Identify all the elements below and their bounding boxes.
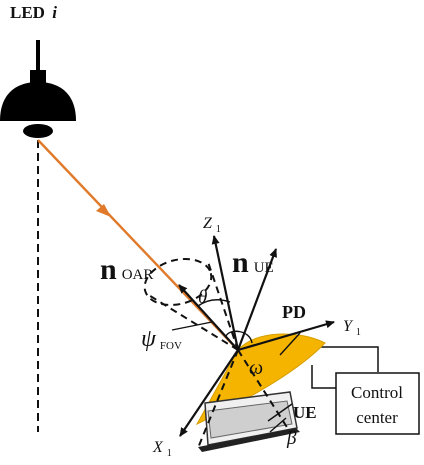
control-center-box	[335, 372, 420, 435]
fov-cone	[143, 257, 291, 449]
beta-label: β	[286, 428, 297, 449]
led-label: LED i	[10, 3, 57, 22]
omega-label: ω	[249, 357, 263, 379]
ue-label: UE	[293, 403, 317, 422]
x-axis-label: X 1	[152, 439, 172, 459]
psi-pointer	[171, 321, 213, 331]
control-center-line1: Control	[351, 383, 403, 402]
coordinate-axes	[178, 235, 335, 437]
angle-arcs	[171, 299, 301, 433]
control-center: Control center	[300, 346, 420, 435]
y-axis	[237, 320, 335, 352]
beta-pointer	[269, 417, 287, 433]
theta-label: θ	[198, 287, 207, 308]
ceiling-lamp-icon	[0, 40, 76, 138]
x-axis	[179, 349, 239, 437]
psi-fov-label: ψ FOV	[141, 326, 182, 352]
n-oar-vector	[178, 284, 239, 351]
omega-arc	[225, 330, 253, 344]
n-ue-label: n UE	[232, 246, 274, 279]
control-center-line2: center	[356, 408, 398, 427]
z-axis-label: Z 1	[203, 215, 221, 235]
n-oar-label: n OAR	[100, 253, 153, 286]
theta-arc	[197, 299, 231, 307]
ue-pointer	[267, 403, 293, 422]
y-axis-label: Y 1	[343, 318, 361, 338]
light-ray	[37, 139, 239, 351]
pd-label: PD	[282, 302, 306, 322]
pd-pointer	[279, 332, 301, 356]
